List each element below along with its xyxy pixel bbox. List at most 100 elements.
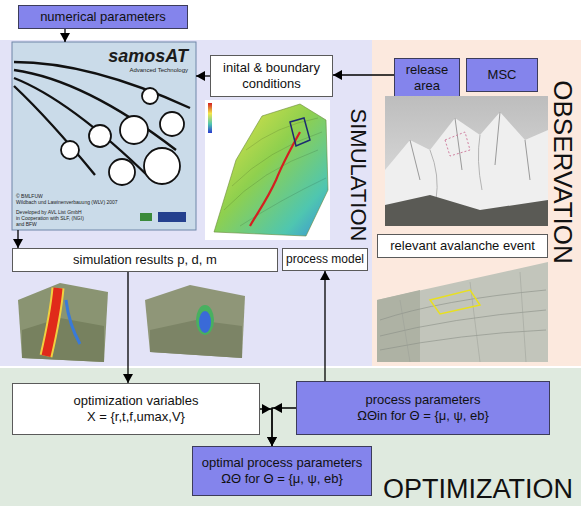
process-box: process model xyxy=(282,248,368,271)
drawing-part xyxy=(46,288,58,356)
connector xyxy=(260,404,272,446)
drawing-part xyxy=(14,78,150,178)
drawing-part xyxy=(66,300,80,344)
connector xyxy=(325,271,326,381)
box-label: ΩΘin for Θ = {μ, ψ, eb} xyxy=(357,408,489,424)
drawing-part xyxy=(46,288,58,356)
box-label: release area xyxy=(400,62,454,93)
drawing-part xyxy=(22,318,104,362)
process-box: relevant avalanche event xyxy=(377,234,548,258)
drawing-part xyxy=(158,212,186,222)
drawing-part xyxy=(120,116,148,144)
drawing-part xyxy=(140,213,152,221)
drawing-part xyxy=(430,290,480,314)
connector xyxy=(196,76,210,77)
drawing-part xyxy=(385,112,548,226)
input-box: MSC xyxy=(466,58,538,92)
connector xyxy=(65,29,66,42)
drawing-part xyxy=(14,70,176,150)
box-label: inital & boundary conditions xyxy=(216,60,327,91)
input-box: release area xyxy=(394,58,460,98)
drawing-part xyxy=(196,305,214,335)
drawing-part xyxy=(205,100,330,240)
connector-line xyxy=(272,408,296,446)
mountain-photo xyxy=(385,96,548,226)
process-box: simulation results p, d, m xyxy=(12,248,278,272)
drawing-part xyxy=(380,290,546,350)
connector-line xyxy=(127,272,128,383)
drawing-part xyxy=(290,118,310,146)
drawing-part xyxy=(250,132,300,226)
drawing-part xyxy=(199,311,211,333)
drawing-part xyxy=(160,112,184,136)
connector-line xyxy=(64,29,65,42)
optimization-band: OPTIMIZATION optimization variablesX = {r… xyxy=(0,368,581,506)
samos-logo xyxy=(12,42,196,230)
drawing-part xyxy=(145,285,245,358)
flow-map xyxy=(205,100,330,240)
box-label: MSC xyxy=(488,67,517,83)
logo-subtitle: Advanced Technology xyxy=(12,67,188,74)
parameter-box: process parametersΩΘin for Θ = {μ, ψ, eb… xyxy=(296,381,550,435)
connector xyxy=(18,230,19,248)
parameter-box: numerical parameters xyxy=(18,5,188,29)
box-label: ΩΘ for Θ = {μ, ψ, eb} xyxy=(221,471,343,487)
drawing-part xyxy=(61,141,79,159)
box-label: relevant avalanche event xyxy=(390,238,535,254)
junction-head xyxy=(273,403,282,413)
connector xyxy=(272,403,296,446)
variable-box: optimization variablesX = {r,t,f,umax,V} xyxy=(12,383,260,435)
credit-note: Wildbach und Lawinenverbauung (WLV) 2007 xyxy=(16,200,118,206)
drawing-part xyxy=(89,125,111,147)
credit-note: Developed by AVL List GmbH xyxy=(16,210,82,216)
drawing-part xyxy=(18,283,108,362)
band-title: OPTIMIZATION xyxy=(383,476,573,503)
box-label: process parameters xyxy=(366,392,481,408)
junction-head xyxy=(262,404,271,414)
drawing-part xyxy=(14,86,95,175)
drawing-part xyxy=(430,135,482,200)
box-label: process model xyxy=(286,252,364,266)
drawing-part xyxy=(109,159,135,185)
drawing-part xyxy=(214,104,328,236)
box-label: optimization variables xyxy=(73,393,198,409)
box-label: X = {r,t,f,umax,V} xyxy=(87,409,185,425)
credit-note: and BFW xyxy=(16,222,37,228)
result-box: optimal process parametersΩΘ for Θ = {μ,… xyxy=(192,446,372,496)
drawing-part xyxy=(377,262,548,362)
credit-note: in Cooperation with SLF, (NGI) xyxy=(16,216,84,222)
observation-band: OBSERVATION release area MSC relevant avala… xyxy=(372,40,581,366)
connector-line xyxy=(324,271,325,381)
drawing-part xyxy=(410,112,530,180)
drawing-part xyxy=(142,88,158,104)
box-label: simulation results p, d, m xyxy=(73,252,217,268)
box-label: optimal process parameters xyxy=(202,455,362,471)
process-box: inital & boundary conditions xyxy=(210,55,333,97)
box-label: numerical parameters xyxy=(40,9,166,25)
band-title: OBSERVATION xyxy=(550,80,576,264)
connector-line xyxy=(196,75,210,76)
drawing-part xyxy=(224,150,318,210)
drawing-part xyxy=(240,178,326,226)
event-map xyxy=(377,262,548,362)
drawing-part xyxy=(14,62,190,108)
drawing-part xyxy=(385,195,548,226)
band-title: SIMULATION xyxy=(347,109,369,242)
render-pressure xyxy=(18,283,108,362)
connector-line xyxy=(17,230,18,248)
drawing-part xyxy=(377,290,420,362)
credit-note: © BMLFUW xyxy=(16,194,43,200)
logo-title: samosAT xyxy=(12,47,188,67)
connector-line xyxy=(333,74,394,75)
render-deposit xyxy=(145,285,245,358)
drawing-part xyxy=(232,132,322,186)
connector xyxy=(333,75,394,76)
drawing-part xyxy=(12,42,196,230)
drawing-part xyxy=(385,96,548,226)
drawing-part xyxy=(150,320,242,358)
drawing-part xyxy=(445,132,470,156)
connector xyxy=(128,272,129,383)
drawing-part xyxy=(144,148,180,184)
drawing-part xyxy=(246,118,318,150)
